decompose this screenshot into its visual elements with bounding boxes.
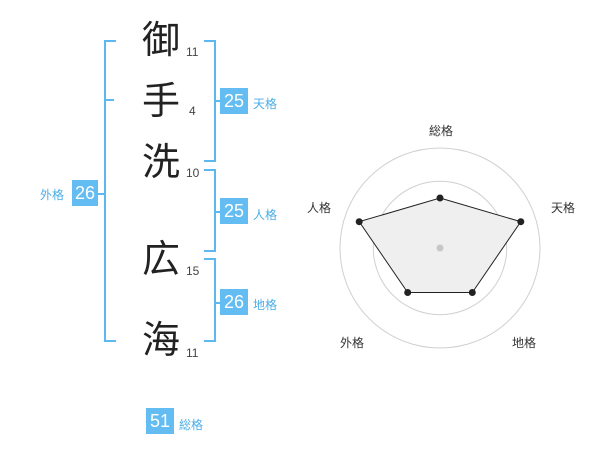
soukaku-label: 総格 <box>179 418 204 432</box>
radar-point-4 <box>355 218 363 226</box>
radar-label-gaikaku: 外格 <box>340 335 364 350</box>
jinkaku-bracket-tick <box>214 211 222 213</box>
radar-rings <box>339 147 541 349</box>
gaikaku-bracket-center-tick <box>98 193 106 195</box>
stroke-count-3: 10 <box>186 166 200 180</box>
chikaku-label: 地格 <box>253 298 278 312</box>
stroke-count-5: 11 <box>186 346 199 360</box>
gaikaku-score: 26 <box>72 180 98 206</box>
radar-center-dot <box>436 244 444 252</box>
radar-points <box>355 194 525 296</box>
name-char-2: 手 <box>141 79 180 123</box>
chikaku-bracket <box>204 258 216 342</box>
radar-area <box>358 197 522 293</box>
gaikaku-bracket-mid-tick <box>104 99 114 101</box>
jinkaku-bracket <box>204 169 216 252</box>
name-char-3: 洗 <box>141 140 180 184</box>
tenkaku-bracket-tick <box>214 100 222 102</box>
name-char-5: 海 <box>141 318 180 362</box>
tenkaku-score: 25 <box>220 88 248 114</box>
gaikaku-bracket <box>104 40 116 342</box>
jinkaku-score: 25 <box>220 198 248 224</box>
radar-ring <box>339 147 541 349</box>
stroke-count-4: 15 <box>186 264 200 278</box>
stroke-count-2: 4 <box>189 104 196 118</box>
stroke-count-1: 11 <box>186 45 199 59</box>
name-char-4: 広 <box>141 237 180 281</box>
jinkaku-label: 人格 <box>253 208 278 222</box>
radar-point-2 <box>468 289 476 296</box>
radar-label-tenkaku: 天格 <box>551 200 575 215</box>
radar-point-0 <box>436 194 444 202</box>
chikaku-bracket-tick <box>214 302 222 304</box>
radar-ring <box>406 214 474 282</box>
radar-point-1 <box>517 218 525 226</box>
gaikaku-label: 外格 <box>40 188 65 202</box>
tenkaku-label: 天格 <box>253 97 278 111</box>
soukaku-score: 51 <box>146 408 174 434</box>
radar-point-3 <box>404 289 412 296</box>
radar-label-soukaku: 総格 <box>429 123 453 138</box>
radar-ring <box>372 180 508 316</box>
radar-label-chikaku: 地格 <box>512 335 536 350</box>
radar-label-jinkaku: 人格 <box>307 200 331 215</box>
name-char-1: 御 <box>141 18 180 62</box>
chikaku-score: 26 <box>220 289 248 315</box>
